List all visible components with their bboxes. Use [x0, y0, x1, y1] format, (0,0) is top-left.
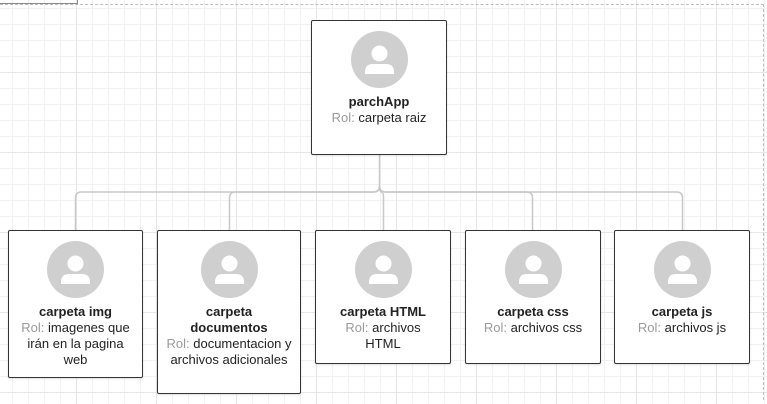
role-label: Rol:: [637, 320, 662, 335]
node-name: parchApp: [348, 94, 410, 109]
node-name: carpeta HTML: [340, 304, 426, 319]
org-node-documentos[interactable]: carpeta documentos Rol: documentacion y …: [157, 230, 301, 394]
node-name: carpeta js: [651, 304, 713, 319]
node-role: Rol: carpeta raiz: [312, 110, 446, 126]
node-name: carpeta img: [39, 304, 112, 319]
role-label: Rol:: [331, 110, 355, 125]
connector-branch-html: [378, 185, 385, 230]
connector-branch-js: [378, 185, 684, 230]
user-avatar-icon: [200, 241, 258, 298]
node-role: Rol: archivos css: [466, 320, 600, 336]
org-node-html[interactable]: carpeta HTML Rol: archivos HTML: [315, 230, 451, 364]
node-name: carpeta documentos: [190, 304, 268, 335]
node-role: Rol: archivos js: [615, 320, 749, 336]
role-label: Rol:: [166, 336, 190, 351]
node-role: Rol: documentacion y archivos adicionale…: [158, 336, 300, 368]
user-avatar-icon: [47, 241, 104, 298]
role-value: archivos js: [664, 320, 727, 335]
user-avatar-icon: [354, 241, 412, 298]
role-value: archivos css: [510, 320, 583, 335]
org-node-css[interactable]: carpeta css Rol: archivos css: [465, 230, 601, 364]
role-value: imagenes que irán en la pagina web: [27, 320, 130, 367]
org-node-img[interactable]: carpeta img Rol: imagenes que irán en la…: [8, 230, 143, 378]
connector-branch-docs: [228, 185, 381, 230]
node-role: Rol: archivos HTML: [316, 320, 450, 352]
org-node-root[interactable]: parchApp Rol: carpeta raiz: [311, 20, 447, 155]
user-avatar-icon: [350, 31, 408, 88]
org-node-js[interactable]: carpeta js Rol: archivos js: [614, 230, 750, 364]
role-value: archivos HTML: [365, 320, 421, 351]
role-label: Rol:: [345, 320, 369, 335]
role-label: Rol:: [483, 320, 507, 335]
node-role: Rol: imagenes que irán en la pagina web: [9, 320, 142, 368]
user-avatar-icon: [504, 241, 562, 298]
page-tab: [0, 0, 78, 4]
page-boundary: [0, 4, 764, 400]
role-value: documentacion y archivos adicionales: [170, 336, 292, 367]
role-label: Rol:: [21, 320, 45, 335]
role-value: carpeta raiz: [358, 110, 427, 125]
node-name: carpeta css: [497, 304, 569, 319]
user-avatar-icon: [653, 241, 711, 298]
